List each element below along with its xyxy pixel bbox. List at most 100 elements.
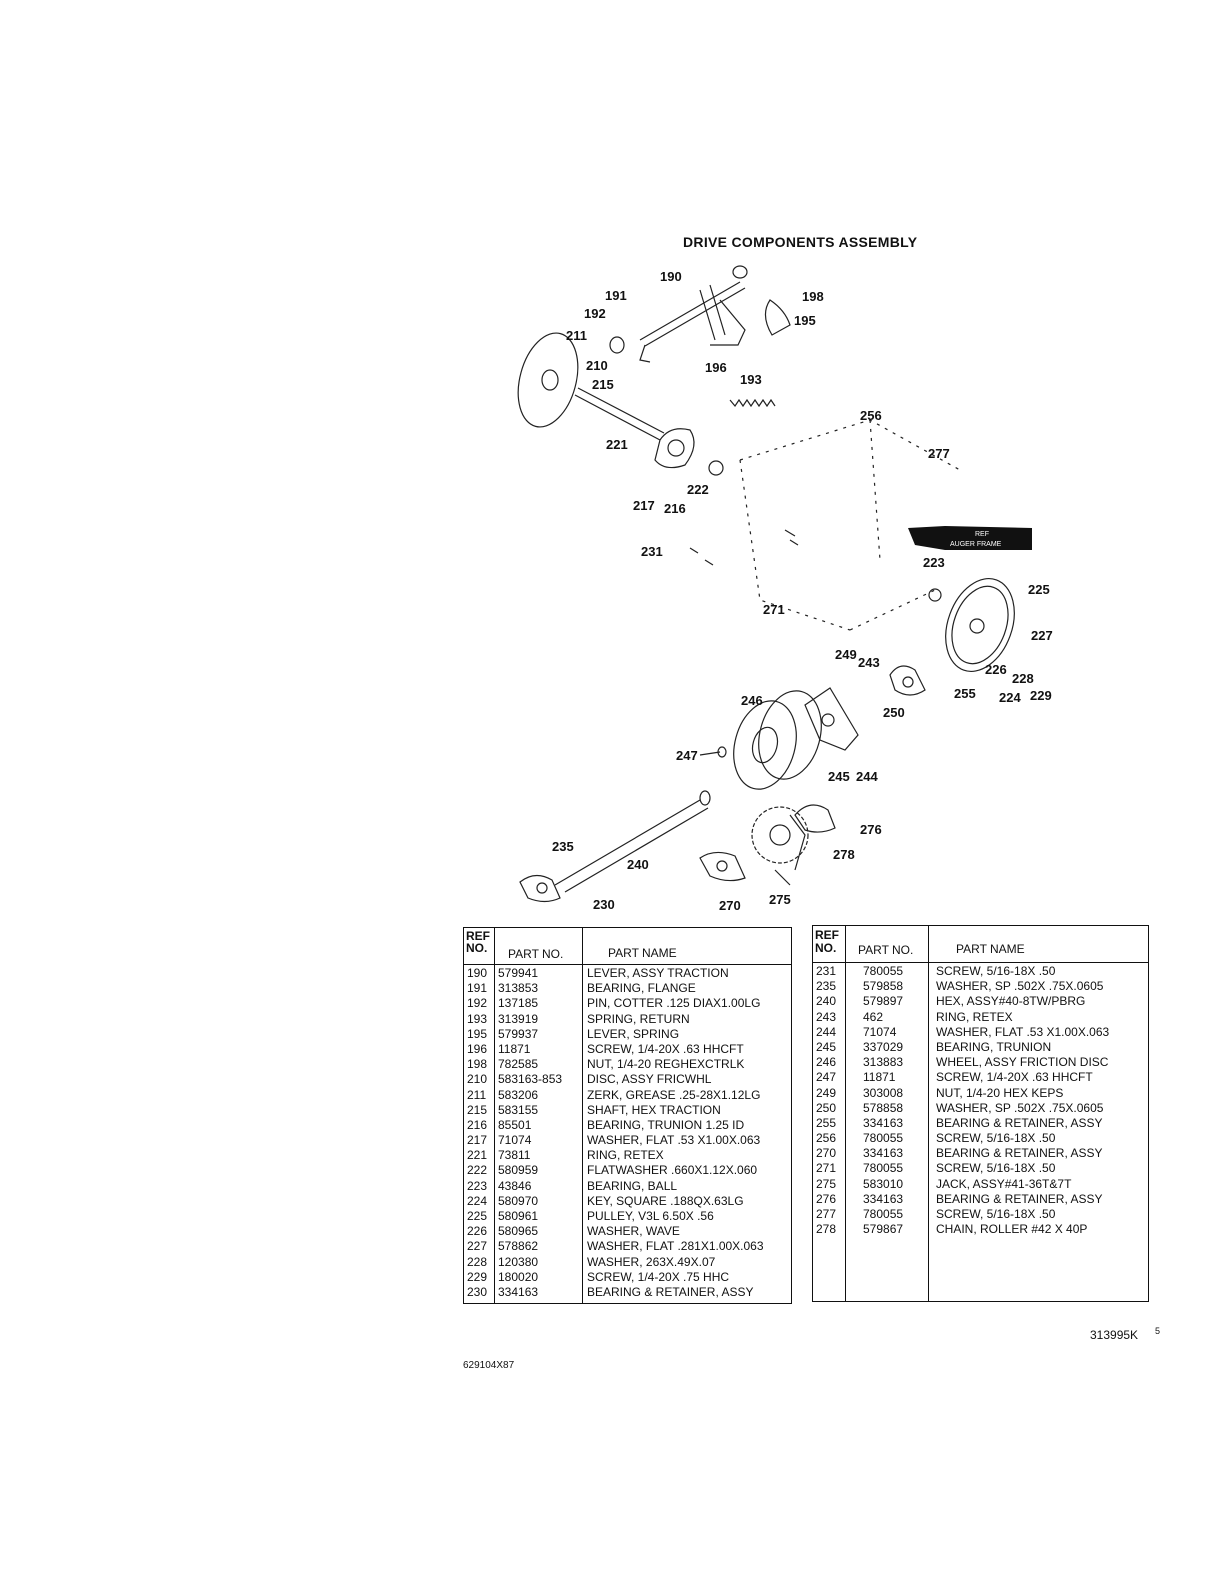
part-name-cell: PIN, COTTER .125 DIAX1.00LG	[587, 996, 761, 1011]
part-name-cell: SCREW, 5/16-18X .50	[936, 964, 1056, 978]
part-no-cell: 580965	[498, 1224, 539, 1239]
callout-label: 211	[566, 328, 587, 343]
callout-label: 224	[999, 690, 1021, 705]
banner-text-2: AUGER FRAME	[950, 541, 1002, 548]
part-no-cell: 578858	[863, 1100, 904, 1115]
part-no-cell: 334163	[863, 1191, 904, 1206]
part-name-cell: RING, RETEX	[587, 1148, 664, 1163]
part-no-cell: 337029	[863, 1039, 904, 1054]
callout-label: 246	[741, 693, 763, 708]
ref-cell: 227	[467, 1239, 488, 1254]
part-name-cell: SCREW, 5/16-18X .50	[936, 1161, 1056, 1176]
part-name-cell: SCREW, 1/4-20X .63 HHCFT	[936, 1070, 1093, 1085]
ref-cell: 211	[467, 1087, 487, 1102]
part-no-cell: 579867	[863, 1222, 904, 1237]
part-no-cell: 43846	[498, 1178, 532, 1193]
ref-header-2: NO.	[466, 941, 488, 955]
ref-cell: 247	[816, 1070, 837, 1085]
banner-text-1: REF	[975, 531, 989, 538]
part-name-cell: CHAIN, ROLLER #42 X 40P	[936, 1222, 1088, 1237]
part-name-cell: ZERK, GREASE .25-28X1.12LG	[587, 1087, 761, 1102]
ref-cell: 216	[467, 1117, 488, 1132]
part-name-cell: FLATWASHER .660X1.12X.060	[587, 1163, 758, 1178]
part-name-cell: BEARING & RETAINER, ASSY	[936, 1115, 1103, 1130]
ref-cell: 191	[467, 981, 488, 996]
ref-cell: 240	[816, 994, 837, 1009]
callout-label: 240	[627, 857, 649, 872]
part-name-cell: WASHER, FLAT .281X1.00X.063	[587, 1239, 764, 1254]
callout-label: 271	[763, 602, 785, 617]
part-no-cell: 334163	[498, 1284, 539, 1299]
part-name-cell: SPRING, RETURN	[587, 1011, 690, 1026]
ref-cell: 244	[816, 1024, 837, 1039]
ref-header-1: REF	[466, 929, 490, 943]
part-no-cell: 583155	[498, 1102, 539, 1117]
document-code: 629104X87	[463, 1360, 515, 1371]
part-name-cell: JACK, ASSY#41-36T&7T	[936, 1176, 1072, 1191]
table-row: 255 334163 BEARING & RETAINER, ASSY	[813, 1116, 1148, 1131]
part-name-cell: SCREW, 5/16-18X .50	[936, 1207, 1056, 1221]
part-no-cell: 462	[863, 1009, 884, 1024]
page-title: DRIVE COMPONENTS ASSEMBLY	[683, 234, 918, 250]
part-name-header: PART NAME	[956, 942, 1025, 956]
ref-cell: 249	[816, 1085, 837, 1100]
part-no-cell: 313883	[863, 1055, 904, 1070]
part-no-cell: 780055	[863, 1131, 904, 1146]
part-no-cell: 85501	[498, 1117, 532, 1132]
part-no-cell: 120380	[498, 1254, 539, 1269]
part-no-cell: 334163	[863, 1115, 904, 1130]
part-name-cell: SHAFT, HEX TRACTION	[587, 1102, 721, 1117]
part-no-cell: 303008	[863, 1085, 904, 1100]
callout-label: 217	[633, 498, 655, 513]
exploded-parts-diagram: REF AUGER FRAME 190191192211210215196193…	[517, 265, 1053, 913]
part-name-cell: WASHER, 263X.49X.07	[587, 1254, 716, 1269]
callout-label: 229	[1030, 688, 1052, 703]
ref-cell: 195	[467, 1026, 488, 1041]
part-no-cell: 73811	[498, 1148, 531, 1163]
part-name-cell: DISC, ASSY FRICWHL	[587, 1072, 712, 1087]
callout-label: 225	[1028, 582, 1050, 597]
callout-label: 190	[660, 269, 682, 284]
callout-label: 235	[552, 839, 574, 854]
part-no-cell: 137185	[498, 996, 539, 1011]
callout-label: 256	[860, 408, 882, 423]
page-number: 5	[1155, 1326, 1161, 1336]
ref-cell: 278	[816, 1222, 837, 1237]
callout-label: 191	[605, 288, 627, 303]
auger-frame-banner: REF AUGER FRAME	[908, 526, 1032, 550]
part-no-cell: 782585	[498, 1057, 539, 1072]
part-name-header: PART NAME	[608, 946, 677, 960]
callout-label: 193	[740, 372, 762, 387]
part-no-cell: 71074	[863, 1024, 897, 1039]
part-no-header: PART NO.	[508, 947, 564, 961]
part-name-cell: BEARING, BALL	[587, 1178, 678, 1193]
callout-label: 276	[860, 822, 882, 837]
callout-label: 245	[828, 769, 850, 784]
callout-label: 221	[606, 437, 628, 452]
part-name-cell: PULLEY, V3L 6.50X .56	[587, 1209, 714, 1223]
part-no-cell: 583010	[863, 1176, 904, 1191]
ref-cell: 276	[816, 1191, 837, 1206]
part-no-header: PART NO.	[858, 943, 914, 957]
part-name-cell: SCREW, 5/16-18X .50	[936, 1131, 1056, 1146]
part-no-cell: 780055	[863, 1161, 904, 1176]
ref-cell: 229	[467, 1269, 488, 1284]
part-no-cell: 780055	[863, 964, 904, 978]
part-name-cell: HEX, ASSY#40-8TW/PBRG	[936, 994, 1086, 1009]
ref-cell: 250	[816, 1100, 837, 1115]
ref-cell: 190	[467, 966, 488, 980]
ref-cell: 255	[816, 1115, 837, 1130]
